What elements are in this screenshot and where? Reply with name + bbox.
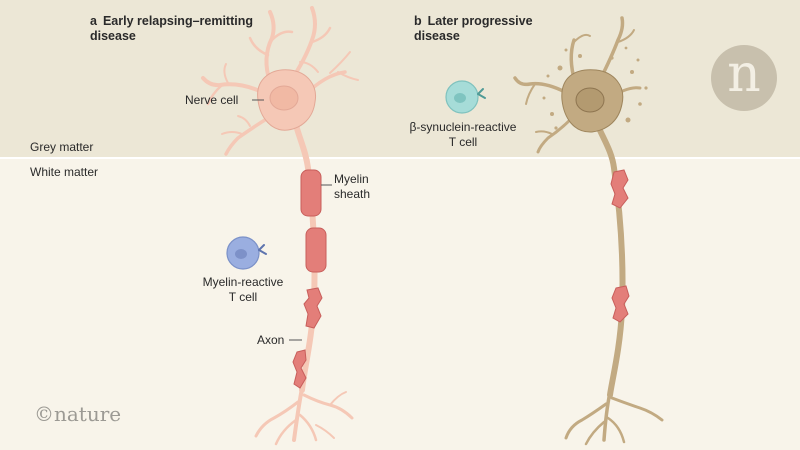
myelin-tcell-label-line1: Myelin-reactive: [202, 275, 284, 289]
panel-b-title: b Later progressive disease: [414, 14, 533, 44]
panel-a-title: a Early relapsing–remitting disease: [90, 14, 253, 44]
panel-b-title-line2: disease: [414, 29, 460, 43]
damaged-myelin: [292, 349, 307, 389]
panel-b-title-line1: Later progressive: [427, 14, 533, 28]
panel-b-letter: b: [414, 14, 422, 28]
white-matter-label: White matter: [30, 165, 99, 179]
myelin-tcell-label: Myelin-reactive T cell: [190, 275, 296, 305]
synuclein-reactive-t-cell: [445, 80, 486, 114]
synuclein-tcell-label: β-synuclein-reactive T cell: [398, 120, 528, 150]
t-cell-receptor: [258, 244, 267, 255]
nature-logo: n: [711, 45, 777, 111]
myelin-segment: [300, 169, 322, 217]
damaged-myelin: [611, 285, 630, 323]
axon-label: Axon: [257, 333, 285, 347]
synuclein-tcell-label-line2: T cell: [448, 135, 478, 149]
debris: [542, 46, 648, 130]
panel-a-title-line1: Early relapsing–remitting: [102, 14, 254, 28]
panel-a-title-line2: disease: [90, 29, 136, 43]
damaged-myelin: [610, 169, 629, 209]
degenerated-nucleus: [575, 87, 605, 113]
grey-matter-region: [0, 0, 800, 158]
myelin-sheath-label: Myelin sheath: [334, 172, 370, 202]
t-cell-receptor: [477, 88, 486, 99]
myelin-reactive-t-cell: [226, 236, 267, 270]
nature-wordmark: ©nature: [34, 402, 122, 426]
synuclein-tcell-label-line1: β-synuclein-reactive: [409, 120, 517, 134]
panel-a-letter: a: [90, 14, 97, 28]
myelin-sheaths: [292, 169, 327, 389]
degenerated-neuron: [513, 16, 664, 446]
grey-matter-label: Grey matter: [30, 140, 94, 154]
nerve-cell-label: Nerve cell: [185, 93, 239, 107]
myelin-sheath-label-line1: Myelin: [334, 172, 369, 186]
healthy-neuron: [201, 6, 359, 446]
damaged-myelin: [303, 287, 323, 329]
healthy-nucleus: [269, 85, 299, 111]
myelin-segment: [305, 227, 327, 273]
leader-lines: [252, 99, 332, 341]
myelin-tcell-label-line2: T cell: [228, 290, 258, 304]
myelin-remnants: [610, 169, 630, 323]
myelin-sheath-label-line2: sheath: [334, 187, 371, 201]
